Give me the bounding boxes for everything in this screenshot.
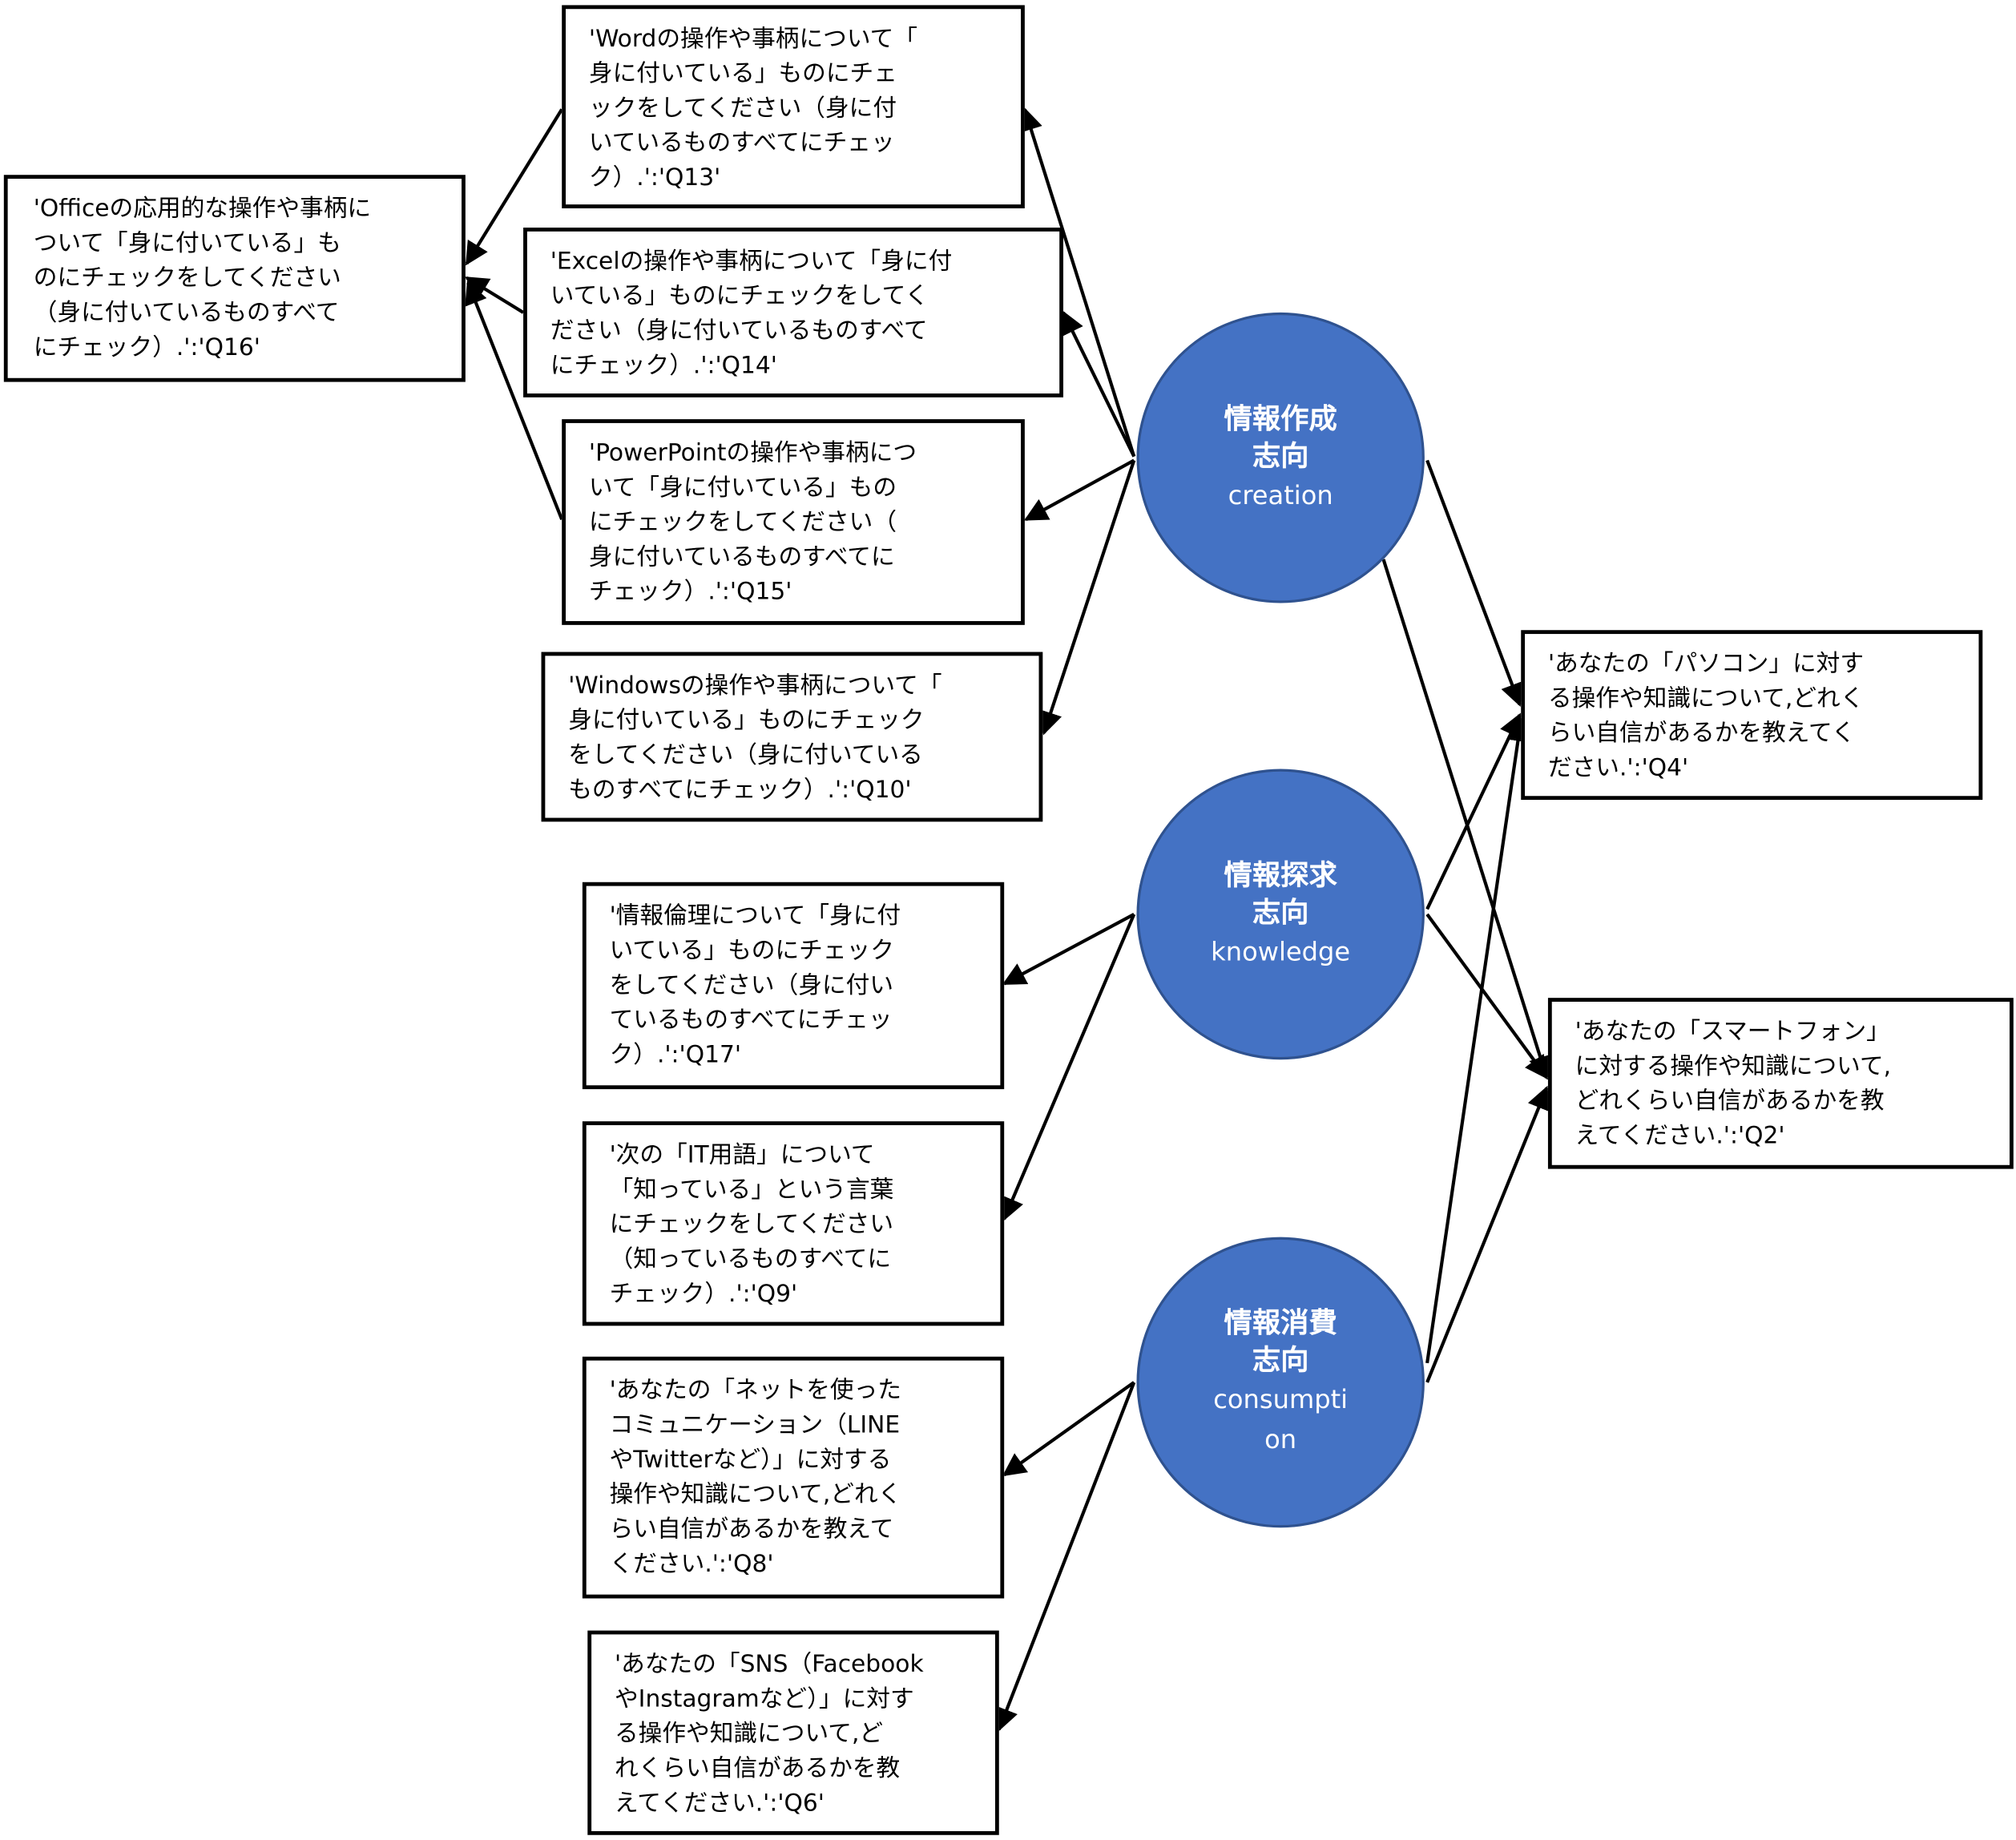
item-text-line: （知っているものすべてに	[609, 1245, 892, 1273]
edge-creation-q15	[1023, 458, 1135, 522]
item-box-q16: 'Officeの応用的な操作や事柄について「身に付いている」ものにチェックをして…	[3, 175, 466, 382]
item-text-line: ているものすべてにチェッ	[609, 1007, 893, 1035]
item-text-line: ください.':'Q8'	[609, 1551, 774, 1578]
edge-knowledge-q17	[1002, 913, 1135, 986]
edge-knowledge-q9	[1002, 914, 1136, 1221]
factor-label-en: on	[1264, 1423, 1297, 1455]
item-text-line: （身に付いているものすべて	[33, 299, 340, 327]
item-box-q2: 'あなたの「スマートフォン」に対する操作や知識について, どれくらい自信があるかを…	[1547, 998, 2014, 1169]
item-text-line: '情報倫理について「身に付	[609, 902, 901, 930]
item-box-q13: 'Wordの操作や事柄について「身に付いている」ものにチェックをしてください（身…	[562, 5, 1025, 208]
factor-label-jp: 情報消費	[1224, 1307, 1337, 1340]
item-text-line: 'Excelの操作や事柄について「身に付	[550, 248, 953, 276]
item-box-q14: 'Excelの操作や事柄について「身に付いている」ものにチェックをしてください（…	[523, 228, 1064, 397]
item-text-line: にチェックをしてください	[609, 1211, 894, 1239]
item-text-line: 身に付いている」ものにチェ	[588, 60, 897, 88]
edge-creation-q2	[1381, 559, 1552, 1080]
edge-q13-q16	[465, 108, 563, 266]
item-text-line: にチェック）.':'Q16'	[33, 334, 260, 361]
item-text-line: チェック）.':'Q15'	[588, 579, 792, 606]
item-text-line: のにチェックをしてください	[33, 264, 341, 293]
item-text-line: 'あなたの「スマートフォン」	[1574, 1018, 1890, 1046]
item-text-line: コミュニケーション（LINE	[609, 1411, 901, 1439]
factor-label-jp: 志向	[1252, 1345, 1309, 1378]
item-text-line: ク）.':'Q13'	[588, 164, 721, 192]
item-text-line: ックをしてください（身に付	[588, 95, 897, 123]
item-text-line: いて「身に付いている」もの	[588, 474, 897, 502]
factor-node-knowledge: 情報探求志向 knowledge	[1136, 769, 1425, 1060]
item-text-line: 'PowerPointの操作や事柄につ	[588, 439, 917, 467]
item-text-line: 身に付いているものすべてに	[588, 543, 895, 571]
item-text-line: '次の「IT用語」について	[609, 1141, 875, 1169]
item-text-line: ク）.':'Q17'	[609, 1041, 742, 1069]
item-text-line: ださい.':'Q4'	[1547, 754, 1689, 782]
edge-knowledge-q4	[1425, 712, 1522, 910]
item-text-line: にチェックをしてください（	[588, 509, 897, 537]
item-box-q9: '次の「IT用語」について「知っている」という言葉にチェックをしてください （知っ…	[582, 1121, 1005, 1326]
item-text-line: 'Windowsの操作や事柄について「	[568, 672, 942, 700]
item-text-line: らい自信があるかを教えて	[609, 1515, 894, 1543]
factor-label-en: consumpti	[1213, 1383, 1349, 1415]
item-box-q4: 'あなたの「パソコン」に対する操作や知識について,どれくらい自信があるかを教えて…	[1521, 630, 1983, 801]
item-text-line: れくらい自信があるかを教	[614, 1755, 901, 1782]
item-text-line: にチェック）.':'Q14'	[550, 352, 777, 380]
edge-creation-q14	[1062, 310, 1136, 458]
factor-label-jp: 情報作成	[1224, 403, 1337, 436]
item-text-line: ださい（身に付いているものすべて	[550, 317, 928, 345]
item-box-q6: 'あなたの「SNS（Facebook やInstagramなど）」に対する操作や知…	[587, 1630, 999, 1835]
item-text-line: 「知っている」という言葉	[609, 1176, 894, 1204]
edge-creation-q4	[1425, 459, 1523, 708]
item-text-line: どれくらい自信があるかを教	[1574, 1087, 1885, 1116]
item-text-line: 'あなたの「SNS（Facebook	[614, 1651, 924, 1679]
item-box-q8: 'あなたの「ネットを使ったコミュニケーション（LINE やTwitterなど）」に…	[582, 1356, 1005, 1599]
item-text-line: 'Officeの応用的な操作や事柄に	[33, 195, 372, 223]
item-text-line: 'あなたの「パソコン」に対す	[1547, 650, 1865, 678]
factor-node-consumption: 情報消費志向 consumpti on	[1136, 1237, 1425, 1528]
item-text-line: チェック）.':'Q9'	[609, 1281, 798, 1308]
item-text-line: えてください.':'Q6'	[614, 1790, 825, 1818]
item-text-line: いている」ものにチェックをしてく	[550, 283, 929, 310]
factor-label-jp: 志向	[1252, 897, 1309, 930]
edge-q15-q16	[465, 280, 564, 521]
item-text-line: をしてください（身に付い	[609, 972, 894, 999]
edge-consumption-q6	[995, 1382, 1136, 1732]
factor-node-creation: 情報作成志向 creation	[1136, 312, 1425, 603]
factor-label-jp: 志向	[1252, 440, 1309, 473]
edge-creation-q10	[1039, 459, 1136, 736]
edge-consumption-q8	[1002, 1381, 1135, 1477]
item-text-line: ついて「身に付いている」も	[33, 230, 341, 257]
item-text-line: ものすべてにチェック）.':'Q10'	[568, 777, 912, 804]
item-box-q17: '情報倫理について「身に付いている」ものにチェックをしてください（身に付いている…	[582, 882, 1005, 1090]
item-text-line: 'あなたの「ネットを使った	[609, 1377, 901, 1405]
item-box-q15: 'PowerPointの操作や事柄について「身に付いている」ものにチェックをして…	[562, 419, 1025, 625]
item-text-line: に対する操作や知識について,	[1574, 1053, 1892, 1080]
edge-q14-q16	[464, 276, 525, 314]
item-text-line: らい自信があるかを教えてく	[1547, 720, 1856, 748]
factor-label-jp: 情報探求	[1224, 859, 1337, 892]
factor-label-en: creation	[1228, 478, 1333, 510]
item-text-line: る操作や知識について,ど	[614, 1720, 884, 1748]
item-text-line: やInstagramなど）」に対す	[614, 1685, 914, 1713]
edge-creation-q13	[1019, 107, 1136, 458]
item-text-line: 操作や知識について,どれく	[609, 1481, 902, 1509]
item-text-line: いている」ものにチェック	[609, 937, 894, 965]
factor-label-en: knowledge	[1211, 935, 1351, 966]
item-box-q10: 'Windowsの操作や事柄について「身に付いている」ものにチェックをしてくださ…	[541, 652, 1043, 822]
item-text-line: 'Wordの操作や事柄について「	[588, 26, 918, 53]
item-text-line: る操作や知識について,どれく	[1547, 685, 1865, 712]
item-text-line: えてください.':'Q2'	[1574, 1122, 1785, 1150]
item-text-line: をしてください（身に付いている	[568, 741, 923, 769]
edge-knowledge-q2	[1425, 913, 1549, 1080]
item-text-line: やTwitterなど）」に対する	[609, 1447, 892, 1474]
edge-consumption-q4	[1425, 717, 1530, 1364]
edge-consumption-q2	[1425, 1085, 1550, 1383]
item-text-line: 身に付いている」ものにチェック	[568, 707, 925, 735]
item-text-line: いているものすべてにチェッ	[588, 130, 895, 157]
